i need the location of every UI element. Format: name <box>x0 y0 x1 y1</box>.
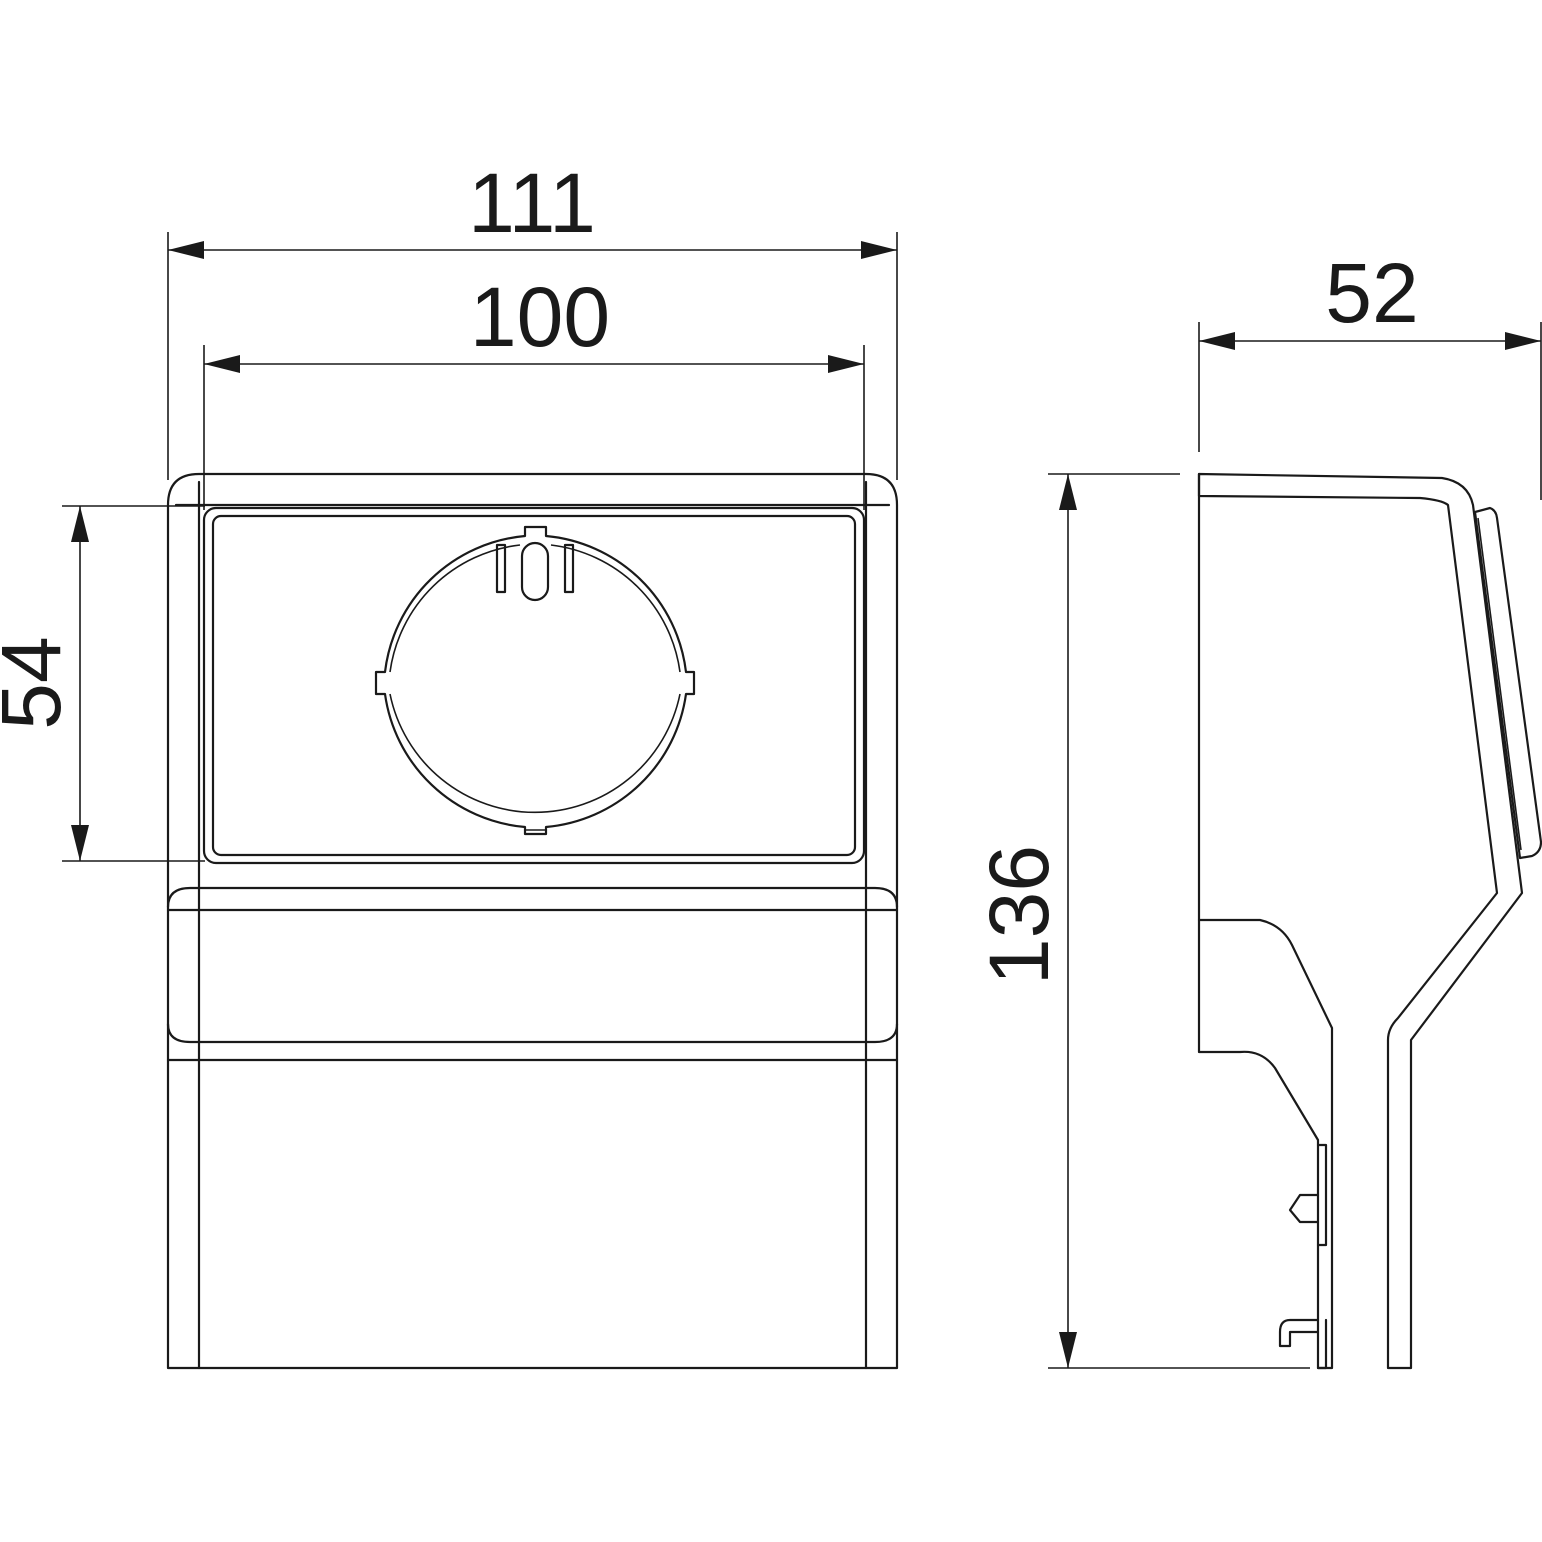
window-frame-outer <box>202 506 866 865</box>
dimension-label-111: 111 <box>468 156 596 250</box>
window-frame-inner <box>211 514 857 857</box>
arrow-100-left <box>204 355 240 373</box>
arrow-52-left <box>1199 332 1235 350</box>
front-bulge-bottom <box>166 1022 899 1044</box>
slot-mark-left <box>495 543 507 594</box>
dimension-100: 100 <box>203 270 865 510</box>
arrow-54-top <box>71 506 89 542</box>
dimension-label-100: 100 <box>470 270 610 364</box>
side-lower-section <box>1197 918 1334 1370</box>
arrow-136-top <box>1059 474 1077 510</box>
arrow-100-right <box>828 355 864 373</box>
dimension-136: 136 <box>972 473 1310 1369</box>
dimension-52: 52 <box>1198 246 1542 500</box>
dimension-label-136: 136 <box>972 845 1066 985</box>
dimension-111: 111 <box>167 156 898 480</box>
front-view <box>166 472 899 1370</box>
side-cover-inner <box>1477 517 1522 851</box>
front-bulge <box>166 886 899 909</box>
arrow-136-bottom <box>1059 1332 1077 1368</box>
arrow-111-left <box>168 241 204 259</box>
arrow-54-bottom <box>71 825 89 861</box>
circular-cutout-inner <box>389 544 681 814</box>
arrow-52-right <box>1505 332 1541 350</box>
dimension-54: 54 <box>0 505 205 862</box>
dimension-label-52: 52 <box>1325 246 1418 340</box>
arrow-111-right <box>861 241 897 259</box>
side-view <box>1197 472 1542 1370</box>
front-housing-outline <box>166 472 899 1370</box>
circular-cutout <box>374 525 696 836</box>
key-slot <box>520 541 550 602</box>
dimension-label-54: 54 <box>0 636 78 729</box>
mounting-clip-lower <box>1278 1318 1328 1370</box>
slot-mark-right <box>563 543 575 594</box>
side-housing-outline <box>1197 472 1524 1370</box>
mounting-clip-upper <box>1288 1143 1328 1247</box>
side-cover-plate <box>1473 506 1542 860</box>
